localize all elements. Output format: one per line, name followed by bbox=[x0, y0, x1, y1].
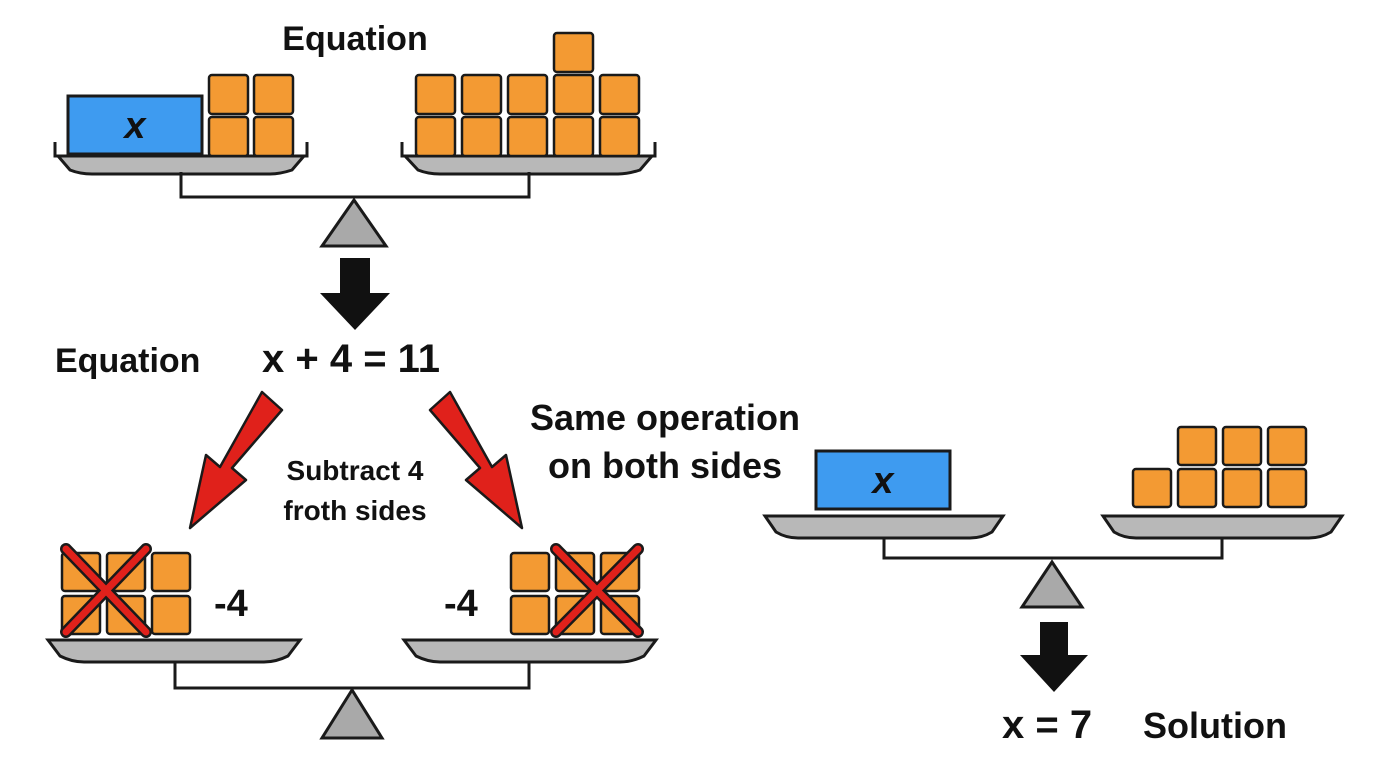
result-left-pan-dish bbox=[762, 514, 1006, 540]
result-fulcrum bbox=[1019, 559, 1085, 609]
top-beam bbox=[179, 172, 531, 199]
top-scale: Equation x bbox=[53, 20, 657, 248]
step-note-line1: Subtract 4 bbox=[287, 455, 424, 486]
bottom-scale: -4 -4 bbox=[45, 543, 659, 740]
unit-block bbox=[252, 115, 295, 158]
unit-block bbox=[598, 115, 641, 158]
result-unknown-label: x bbox=[870, 460, 895, 502]
unit-block bbox=[414, 73, 457, 116]
unit-block bbox=[150, 594, 192, 636]
unit-block bbox=[1131, 467, 1173, 509]
unit-block bbox=[552, 31, 595, 74]
bottom-right-blocks bbox=[509, 543, 644, 638]
unit-block bbox=[1221, 467, 1263, 509]
bottom-beam bbox=[173, 662, 531, 690]
arrow-down-1 bbox=[320, 258, 390, 330]
unit-block bbox=[252, 73, 295, 116]
unit-block bbox=[207, 73, 250, 116]
unit-block bbox=[1266, 425, 1308, 467]
top-right-blocks bbox=[414, 31, 641, 158]
unit-block bbox=[1176, 467, 1218, 509]
unit-block bbox=[1176, 425, 1218, 467]
same-operation-line2: on both sides bbox=[548, 445, 782, 486]
solution-label: Solution bbox=[1143, 705, 1287, 746]
arrow-diagonal-right bbox=[428, 390, 524, 530]
arrow-diagonal-left bbox=[188, 390, 284, 530]
unit-block bbox=[414, 115, 457, 158]
result-right-pan-dish bbox=[1100, 514, 1345, 540]
bottom-right-pan-dish bbox=[401, 638, 659, 664]
result-beam bbox=[882, 538, 1224, 560]
same-operation-line1: Same operation bbox=[530, 397, 800, 438]
top-right-pan-dish bbox=[401, 154, 656, 176]
unit-block bbox=[506, 115, 549, 158]
unit-block bbox=[509, 551, 551, 593]
top-scale-title: Equation bbox=[282, 20, 427, 58]
arrow-down-2 bbox=[1020, 622, 1088, 692]
unit-block bbox=[552, 73, 595, 116]
bottom-fulcrum bbox=[319, 687, 385, 740]
equation-expression: x + 4 = 11 bbox=[262, 337, 440, 381]
top-left-pan-dish bbox=[54, 154, 308, 176]
unit-block bbox=[1266, 467, 1308, 509]
bottom-right-subtract: -4 bbox=[444, 583, 478, 625]
unit-block bbox=[460, 73, 503, 116]
bottom-left-pan-dish bbox=[45, 638, 303, 664]
result-right-blocks bbox=[1131, 425, 1308, 509]
unit-block bbox=[460, 115, 503, 158]
equation-label: Equation bbox=[55, 342, 200, 380]
unit-block bbox=[150, 551, 192, 593]
top-unknown-label: x bbox=[122, 105, 147, 147]
solution-expression: x = 7 bbox=[1002, 703, 1092, 747]
cross-mark bbox=[62, 545, 150, 636]
unit-block bbox=[598, 73, 641, 116]
step-note-line2: froth sides bbox=[283, 495, 426, 526]
bottom-left-subtract: -4 bbox=[214, 583, 248, 625]
unit-block bbox=[552, 115, 595, 158]
top-left-blocks bbox=[207, 73, 295, 158]
top-unknown-box bbox=[66, 94, 204, 156]
top-fulcrum bbox=[319, 197, 389, 248]
result-unknown-box bbox=[814, 449, 952, 511]
unit-block bbox=[509, 594, 551, 636]
unit-block bbox=[207, 115, 250, 158]
bottom-left-blocks bbox=[60, 543, 192, 638]
result-scale: x bbox=[762, 425, 1345, 609]
cross-mark bbox=[552, 545, 642, 636]
unit-block bbox=[506, 73, 549, 116]
unit-block bbox=[1221, 425, 1263, 467]
